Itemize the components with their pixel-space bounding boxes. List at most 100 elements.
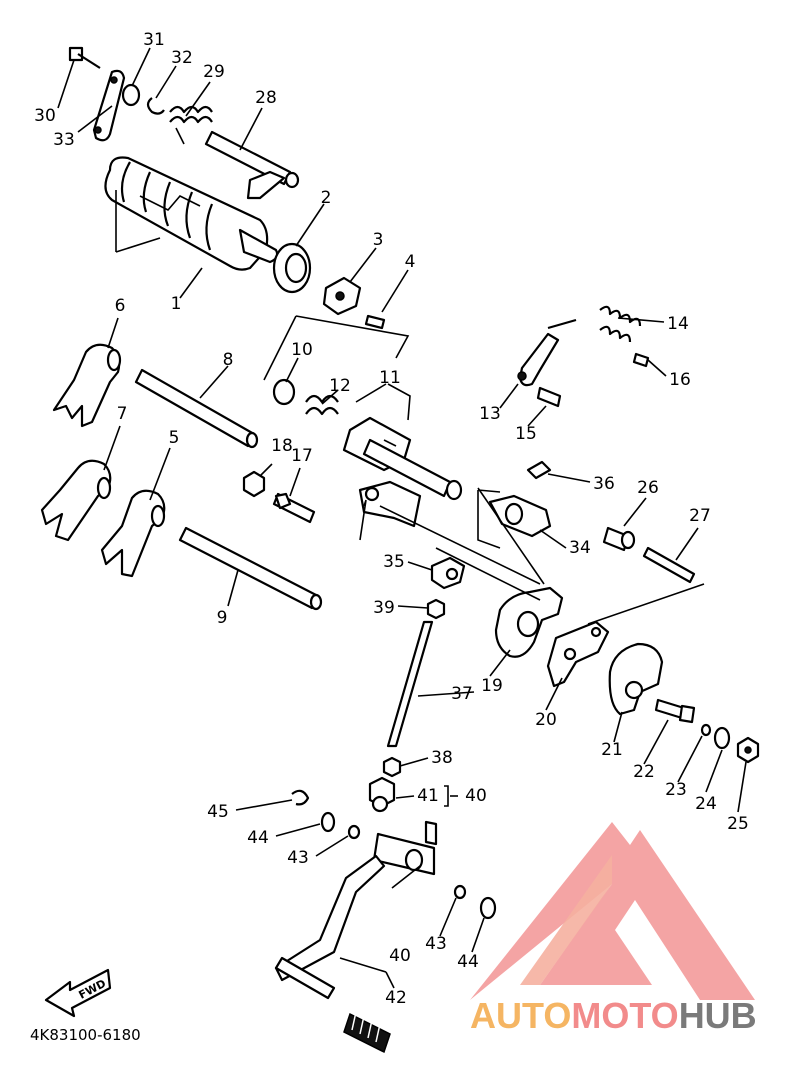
part-30-bolt	[68, 46, 101, 69]
label-22: 22	[633, 762, 655, 782]
part-8-fork-rod	[134, 368, 259, 449]
part-18-nut	[242, 470, 266, 498]
part-2-bearing	[272, 242, 312, 294]
watermark-triangle-icon	[470, 822, 755, 1000]
label-35: 35	[383, 552, 405, 572]
part-11-shift-shaft-assy	[342, 416, 463, 528]
part-6-shift-fork	[52, 343, 122, 428]
label-25: 25	[727, 814, 749, 834]
label-33: 33	[53, 130, 75, 150]
part-44-washer-b	[479, 896, 497, 920]
part-42-pedal-rubber	[343, 1011, 391, 1054]
drawing-code: 4K83100-6180	[30, 1026, 141, 1044]
label-12: 12	[329, 376, 351, 396]
label-11: 11	[379, 368, 401, 388]
part-39-nut	[426, 598, 446, 620]
part-17-stud	[272, 492, 316, 524]
part-shapes	[40, 46, 760, 1054]
label-39: 39	[373, 598, 395, 618]
label-3: 3	[373, 230, 384, 250]
label-44-b: 44	[457, 952, 479, 972]
label-5: 5	[169, 428, 180, 448]
label-31: 31	[143, 30, 165, 50]
part-31-washer	[121, 83, 141, 107]
part-45-clip	[291, 789, 310, 806]
part-16-pin	[632, 352, 650, 368]
part-9-fork-rod	[178, 526, 323, 611]
label-45: 45	[207, 802, 229, 822]
label-29: 29	[203, 62, 225, 82]
part-43-oring-b	[453, 884, 467, 900]
label-40-b: 40	[389, 946, 411, 966]
part-21-segment	[608, 642, 664, 716]
label-14: 14	[667, 314, 689, 334]
part-3-segment	[322, 276, 362, 316]
part-20-plate	[546, 620, 610, 688]
label-9: 9	[217, 608, 228, 628]
label-42: 42	[385, 988, 407, 1008]
part-36-screw	[526, 460, 552, 480]
label-40-a: 40	[465, 786, 487, 806]
label-24: 24	[695, 794, 717, 814]
part-12-spring	[305, 394, 339, 416]
label-32: 32	[171, 48, 193, 68]
label-37: 37	[451, 684, 473, 704]
label-19: 19	[481, 676, 503, 696]
watermark-part1: AUTO	[470, 995, 571, 1036]
part-22-bolt	[654, 698, 696, 724]
watermark-part2: MOTO	[571, 995, 678, 1036]
label-16: 16	[669, 370, 691, 390]
part-25-nut	[736, 736, 760, 764]
watermark-logo: AUTOMOTOHUB	[470, 822, 757, 1036]
label-26: 26	[637, 478, 659, 498]
leader-lines	[57, 47, 747, 989]
part-24-washer	[713, 726, 731, 750]
label-4: 4	[405, 252, 416, 272]
part-4-screw	[364, 314, 386, 330]
label-38: 38	[431, 748, 453, 768]
label-8: 8	[223, 350, 234, 370]
part-14-spring	[547, 305, 642, 343]
part-40-shift-pedal	[274, 820, 438, 1000]
label-44-a: 44	[247, 828, 269, 848]
watermark-part3: HUB	[679, 995, 757, 1036]
label-43-a: 43	[287, 848, 309, 868]
part-44-washer-a	[320, 811, 336, 833]
part-28-shift-shaft	[204, 130, 300, 200]
label-34: 34	[569, 538, 591, 558]
part-19-cam	[494, 586, 564, 658]
part-15-bolt	[536, 386, 562, 408]
label-7: 7	[117, 404, 128, 424]
part-41-rod-end	[368, 776, 396, 813]
label-6: 6	[115, 296, 126, 316]
label-15: 15	[515, 424, 537, 444]
part-32-clip	[146, 97, 165, 115]
part-38-nut	[382, 756, 402, 778]
part-5-shift-fork	[100, 489, 166, 578]
label-27: 27	[689, 506, 711, 526]
label-10: 10	[291, 340, 313, 360]
part-23-washer	[700, 723, 712, 737]
label-36: 36	[593, 474, 615, 494]
label-23: 23	[665, 780, 687, 800]
fwd-arrow-icon	[44, 968, 112, 1018]
label-1: 1	[171, 294, 182, 314]
label-13: 13	[479, 404, 501, 424]
part-35-rod-end	[430, 556, 466, 590]
part-10-circlip	[272, 378, 296, 406]
part-1-shift-drum	[104, 156, 279, 271]
label-20: 20	[535, 710, 557, 730]
label-2: 2	[321, 188, 332, 208]
callout-labels: 30 33 31 32 29 28 1 2 3 4 6 8 10 12 11 1…	[34, 30, 749, 1008]
label-18: 18	[271, 436, 293, 456]
part-26-collar	[602, 526, 636, 552]
part-43-oring-a	[347, 824, 361, 840]
part-27-pin	[642, 546, 696, 584]
label-43-b: 43	[425, 934, 447, 954]
label-28: 28	[255, 88, 277, 108]
svg-text:AUTOMOTOHUB: AUTOMOTOHUB	[470, 995, 757, 1036]
part-7-shift-fork	[40, 459, 112, 542]
part-37-shift-rod	[386, 620, 434, 748]
part-33-lever	[92, 69, 126, 142]
